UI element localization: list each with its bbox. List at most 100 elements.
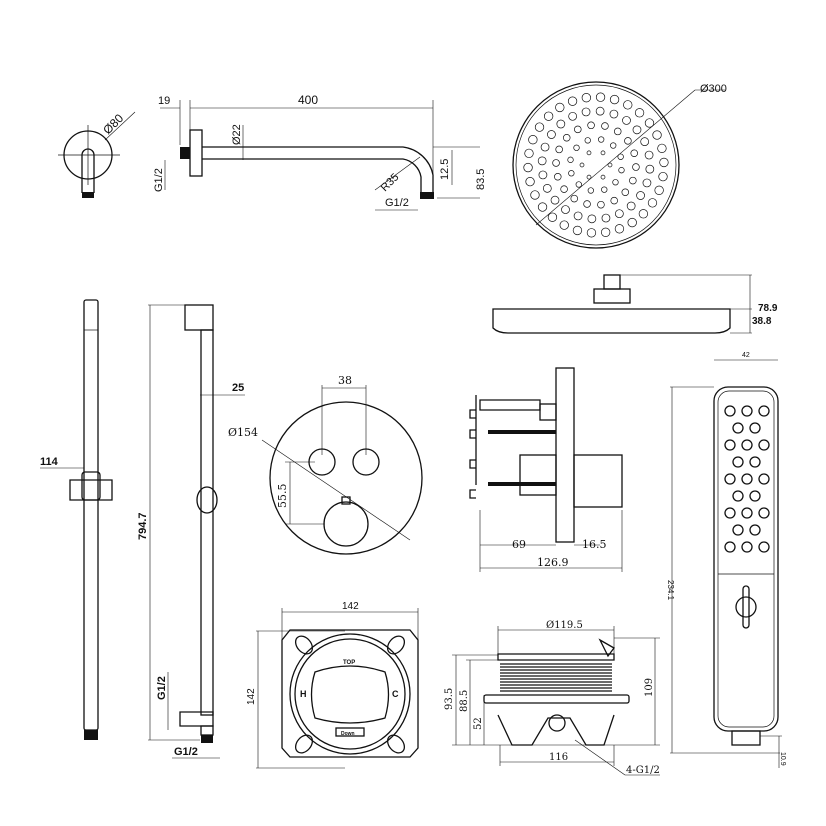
mounting-box-side-view: Ø119.5 93.5 88.5 52 109 116 4-G1/2 <box>444 620 660 776</box>
nozzle <box>530 190 540 200</box>
nozzle <box>638 209 649 219</box>
arm-length-label: 400 <box>298 93 318 107</box>
top-label: TOP <box>343 660 355 666</box>
nozzle <box>560 185 568 193</box>
rail-length-label: 794.7 <box>137 512 149 540</box>
nozzle <box>574 125 582 134</box>
rain-head-side-view: 78.9 38.8 <box>492 274 778 334</box>
hand-shower-length-label: 234.1 <box>666 580 675 601</box>
nozzle <box>570 194 579 203</box>
box-diameter-label: Ø119.5 <box>546 620 583 631</box>
trim-depth-label: 16.5 <box>582 538 607 551</box>
nozzle <box>568 111 577 121</box>
nozzle <box>547 212 558 222</box>
nozzle <box>555 145 563 154</box>
flange-depth-label: 19 <box>158 95 170 107</box>
plate-diameter-label: Ø154 <box>228 426 258 439</box>
nozzle <box>615 209 624 219</box>
nozzle <box>652 130 662 140</box>
nozzle <box>623 100 633 110</box>
pipe-diameter-label: Ø22 <box>231 124 243 145</box>
nozzle <box>758 405 770 417</box>
vertical-offset-label: 55.5 <box>276 484 289 509</box>
nozzle <box>749 456 761 468</box>
nozzle <box>657 143 667 154</box>
nozzle <box>724 507 736 519</box>
nozzle <box>567 156 574 163</box>
nozzle <box>724 541 736 553</box>
nozzle <box>559 220 569 230</box>
hand-shower-front-view: 42 234.1 10.9 <box>666 352 786 768</box>
nozzle <box>758 473 770 485</box>
nozzle <box>622 116 631 125</box>
nozzle <box>741 405 753 417</box>
nozzle <box>581 107 591 117</box>
nozzle <box>644 150 654 160</box>
nozzle <box>647 198 658 208</box>
flange-diameter-label: Ø80 <box>100 111 126 137</box>
nozzle <box>538 170 548 180</box>
nozzle <box>749 524 761 536</box>
inlet-thread-label: G1/2 <box>153 168 165 192</box>
nozzle <box>724 405 736 417</box>
thread-length-label: 10.9 <box>779 752 786 766</box>
nozzle <box>644 118 655 128</box>
box-width-label: 142 <box>342 601 359 612</box>
nozzle <box>758 507 770 519</box>
nozzle <box>732 456 744 468</box>
body-depth-label: 69 <box>512 538 526 551</box>
bottom-outlet-thread-label: G1/2 <box>174 746 198 758</box>
box-width-label: 116 <box>549 752 568 763</box>
shower-arm-side-view: 19 400 Ø22 G1/2 R35 12.5 83.5 G1/2 <box>153 93 487 211</box>
rain-head-height-body-label: 38.8 <box>752 316 772 327</box>
valve-plate-front-view: 38 Ø154 55.5 <box>228 374 423 555</box>
box-side-ribs <box>500 663 612 692</box>
nozzle <box>540 142 550 152</box>
wall-flange-front-view: Ø80 <box>58 111 136 198</box>
mounting-box-front-view: TOP H C Down 142 142 <box>246 601 419 769</box>
nozzle <box>610 196 618 205</box>
nozzle <box>732 490 744 502</box>
nozzle <box>636 191 645 200</box>
box-height-a-label: 93.5 <box>444 688 455 710</box>
nozzle <box>524 148 534 159</box>
nozzle <box>613 127 622 136</box>
box-height-b-label: 88.5 <box>459 690 470 712</box>
hand-shower-width-label: 42 <box>742 352 750 359</box>
nozzle <box>597 200 605 209</box>
holder-offset-label: 114 <box>40 456 59 468</box>
nozzle <box>600 150 606 156</box>
nozzle <box>741 541 753 553</box>
total-depth-label: 126.9 <box>537 556 569 569</box>
nozzle <box>741 507 753 519</box>
nozzle <box>543 111 554 121</box>
nozzle <box>621 188 630 196</box>
nozzle <box>573 144 580 151</box>
nozzle <box>600 174 606 180</box>
rain-head-diameter-label: Ø300 <box>700 83 727 95</box>
nozzle <box>537 202 548 212</box>
valve-side-view: 69 16.5 126.9 <box>469 367 623 572</box>
nozzle <box>658 171 668 182</box>
nozzle <box>732 524 744 536</box>
nozzle <box>724 473 736 485</box>
nozzle <box>609 109 619 119</box>
nozzle <box>581 93 591 103</box>
nozzle <box>758 541 770 553</box>
nozzle <box>642 178 652 188</box>
nozzle <box>632 125 642 135</box>
hot-label: H <box>300 689 307 699</box>
nozzle <box>542 184 552 193</box>
nozzle <box>724 439 736 451</box>
nozzle <box>584 137 591 144</box>
rail-depth-label: 25 <box>232 382 244 394</box>
nozzle <box>550 195 560 205</box>
nozzle <box>632 163 640 171</box>
nozzle <box>586 150 592 156</box>
nozzle <box>659 157 669 168</box>
nozzle <box>537 156 547 166</box>
nozzle <box>547 130 556 139</box>
nozzle <box>552 159 560 167</box>
nozzle <box>634 108 645 118</box>
nozzle <box>626 201 636 211</box>
